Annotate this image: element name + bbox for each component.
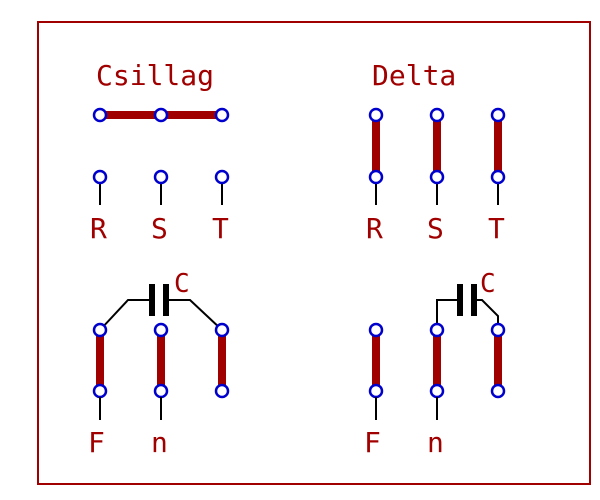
- star-label-r: R: [90, 212, 107, 245]
- star-label-n: n: [151, 426, 168, 459]
- star-terminal-b1-bottom: [92, 383, 108, 399]
- delta-terminal-top-2: [429, 107, 445, 123]
- star-terminal-r: [92, 169, 108, 185]
- delta-label-f: F: [364, 426, 381, 459]
- star-terminal-s: [153, 169, 169, 185]
- delta-label-t: T: [488, 212, 505, 245]
- star-terminal-t: [214, 169, 230, 185]
- star-terminal-b2-top: [153, 322, 169, 338]
- delta-terminal-b2-top: [429, 322, 445, 338]
- star-terminal-b3-bottom: [214, 383, 230, 399]
- delta-cap-label: C: [480, 269, 496, 299]
- star-terminal-top-2: [153, 107, 169, 123]
- delta-terminal-top-1: [368, 107, 384, 123]
- delta-terminal-s: [429, 169, 445, 185]
- star-cap-wire-left: [99, 299, 150, 331]
- delta-label-n: n: [427, 426, 444, 459]
- star-panel: Csillag R S T C F n: [88, 59, 230, 459]
- star-label-s: S: [151, 212, 168, 245]
- delta-terminal-b1-top: [368, 322, 384, 338]
- star-label-t: T: [212, 212, 229, 245]
- delta-terminal-top-3: [490, 107, 506, 123]
- star-terminal-b2-bottom: [153, 383, 169, 399]
- delta-terminal-b3-bottom: [490, 383, 506, 399]
- star-label-f: F: [88, 426, 105, 459]
- delta-terminal-t: [490, 169, 506, 185]
- delta-terminal-b2-bottom: [429, 383, 445, 399]
- star-terminal-top-1: [92, 107, 108, 123]
- star-terminal-top-3: [214, 107, 230, 123]
- star-cap-label: C: [174, 269, 190, 299]
- delta-terminal-r: [368, 169, 384, 185]
- star-title: Csillag: [96, 59, 214, 92]
- delta-panel: Delta R S T C F n: [364, 59, 506, 459]
- star-terminal-b3-top: [214, 322, 230, 338]
- delta-terminal-b3-top: [490, 322, 506, 338]
- star-terminal-b1-top: [92, 322, 108, 338]
- delta-terminal-b1-bottom: [368, 383, 384, 399]
- delta-label-s: S: [427, 212, 444, 245]
- delta-title: Delta: [372, 59, 456, 92]
- diagram-border: [37, 21, 591, 485]
- delta-label-r: R: [366, 212, 383, 245]
- delta-cap-wire-left: [436, 299, 460, 330]
- star-cap-wire-right: [166, 299, 223, 331]
